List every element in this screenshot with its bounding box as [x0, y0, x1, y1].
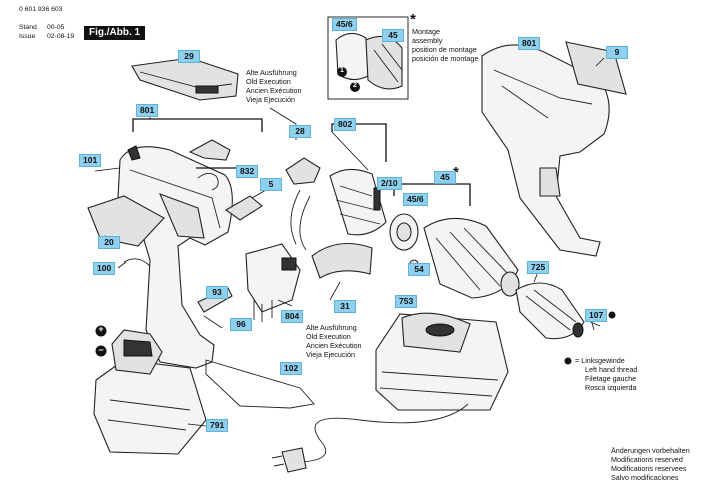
callout-5: 5 — [260, 178, 282, 191]
callout-45: 45 — [434, 171, 456, 184]
callout-100: 100 — [93, 262, 116, 275]
callout-804: 804 — [281, 310, 304, 323]
callout-45-6: 45/6 — [403, 193, 428, 206]
switch-assembly-part — [245, 243, 301, 322]
callout-107: 107 — [585, 309, 608, 322]
side-grip-part — [87, 195, 165, 247]
legend-thread-marker-icon — [564, 357, 572, 365]
charger-part — [375, 312, 509, 411]
callout-802: 802 — [334, 118, 357, 131]
callout-102: 102 — [280, 362, 303, 375]
drill-housing-left — [117, 145, 233, 369]
battery-pack-part — [93, 329, 207, 455]
callout-725: 725 — [527, 261, 550, 274]
plus-terminal-icon — [95, 325, 107, 337]
callout-801-right: 801 — [518, 37, 541, 50]
callout-31: 31 — [334, 300, 356, 313]
callout-28: 28 — [289, 125, 311, 138]
issue-value: 02-08-19 — [47, 33, 75, 40]
star-symbol-top: * — [410, 11, 416, 28]
part-number: 0 601 936 603 — [19, 6, 63, 13]
contact-plate-part — [188, 139, 231, 161]
stand-label: Stand — [19, 24, 37, 31]
minus-sign: − — [98, 345, 104, 355]
callout-29: 29 — [178, 50, 200, 63]
left-hand-thread-marker-icon — [608, 311, 616, 319]
mains-plug-part — [271, 447, 307, 473]
issue-label: Issue — [19, 33, 36, 40]
callout-753: 753 — [395, 295, 418, 308]
callout-801-left: 801 — [136, 104, 159, 117]
minus-terminal-icon — [95, 345, 107, 357]
callout-93: 93 — [206, 286, 228, 299]
gearbox-part — [423, 217, 520, 299]
callout-96: 96 — [230, 318, 252, 331]
chuck-part — [515, 282, 585, 340]
plus-sign: + — [98, 324, 104, 334]
switch-button-part — [224, 195, 263, 221]
callout-791: 791 — [206, 419, 229, 432]
callout-2-10: 2/10 — [377, 177, 402, 190]
step-2-label: 2 — [353, 82, 357, 89]
spring-clip-100 — [123, 258, 151, 267]
assembly-inset-frame — [327, 16, 409, 100]
charger-cable — [299, 403, 469, 463]
callout-45-inset: 45 — [382, 29, 404, 42]
motor-carrier-part — [285, 157, 321, 185]
wire-102-part — [205, 359, 315, 409]
figure-tag: Fig./Abb. 1 — [84, 26, 146, 40]
callout-101: 101 — [79, 154, 102, 167]
callout-9: 9 — [606, 46, 628, 59]
callout-20: 20 — [98, 236, 120, 249]
callout-832: 832 — [236, 165, 259, 178]
magnet-part — [311, 243, 373, 279]
callout-45-6-inset: 45/6 — [332, 18, 357, 31]
drill-housing-right — [481, 44, 610, 257]
gear-ring-part — [389, 213, 419, 251]
handle-cover-part — [131, 57, 239, 101]
stand-value: 00-05 — [47, 24, 65, 31]
callout-54: 54 — [408, 263, 430, 276]
step-1-label: 1 — [340, 67, 344, 74]
